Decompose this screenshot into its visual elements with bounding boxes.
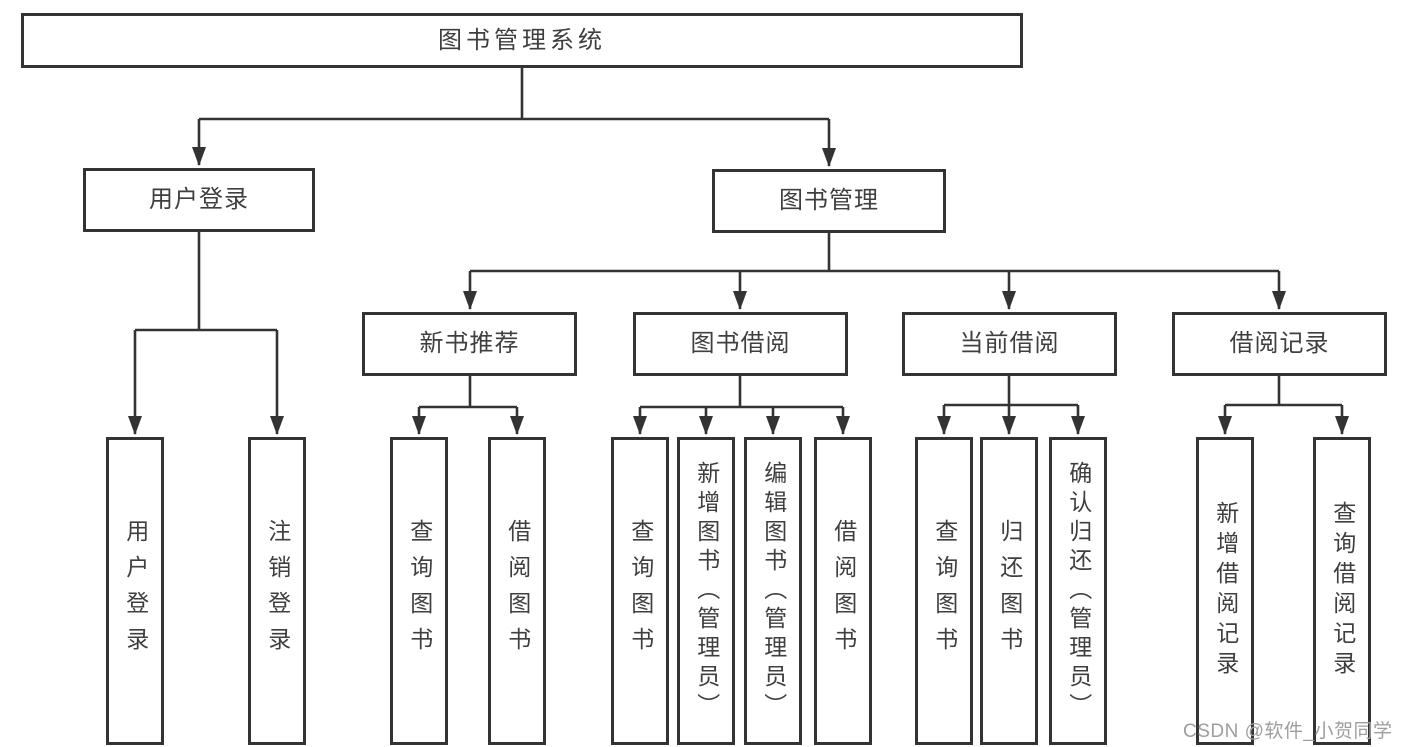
trunk-line xyxy=(470,233,1279,273)
node-current-borrow-label: 当前借阅 xyxy=(959,330,1060,357)
node-book-management-label: 图书管理 xyxy=(779,187,879,214)
leaf-query-borrow-record: 查询借阅记录 xyxy=(1313,437,1371,745)
leaf-user-login-label: 用户登录 xyxy=(122,519,149,663)
leaf-return-book: 归还图书 xyxy=(980,437,1038,745)
connector-current-borrow-children xyxy=(937,376,1085,435)
node-new-book-recommend: 新书推荐 xyxy=(362,312,577,376)
connector-book-borrow-children xyxy=(633,376,850,435)
leaf-query-borrow-record-label: 查询借阅记录 xyxy=(1329,501,1356,681)
connector-root-to-level2 xyxy=(192,68,836,167)
leaf-query-books-recommend-label: 查询图书 xyxy=(406,519,433,663)
connector-user-login-children xyxy=(128,232,284,435)
connector-book-management-children xyxy=(463,233,1286,310)
trunk-line xyxy=(135,232,277,332)
node-user-login: 用户登录 xyxy=(83,168,315,232)
trunk-line xyxy=(1225,376,1342,407)
trunk-line xyxy=(419,376,517,409)
leaf-borrow-books-recommend-label: 借阅图书 xyxy=(504,519,531,663)
node-book-borrow-label: 图书借阅 xyxy=(690,330,791,357)
leaf-query-books-borrow: 查询图书 xyxy=(611,437,669,745)
node-borrow-records: 借阅记录 xyxy=(1172,312,1387,376)
leaf-add-book-admin: 新增图书（管理员） xyxy=(677,437,735,745)
node-system-root-label: 图书管理系统 xyxy=(438,26,606,54)
leaf-add-book-admin-label: 新增图书（管理员） xyxy=(693,460,720,722)
leaf-query-books-current-label: 查询图书 xyxy=(931,519,958,663)
node-current-borrow: 当前借阅 xyxy=(902,312,1117,376)
leaf-logout-label: 注销登录 xyxy=(264,519,291,663)
node-user-login-label: 用户登录 xyxy=(149,186,249,213)
connector-borrow-records-children xyxy=(1218,376,1349,435)
leaf-edit-book-admin-label: 编辑图书（管理员） xyxy=(760,460,787,722)
leaf-add-borrow-record-label: 新增借阅记录 xyxy=(1212,501,1239,681)
leaf-logout: 注销登录 xyxy=(248,437,306,745)
leaf-query-books-current: 查询图书 xyxy=(915,437,973,745)
connector-new-book-recommend-children xyxy=(412,376,524,435)
leaf-confirm-return-admin-label: 确认归还（管理员） xyxy=(1065,460,1092,722)
leaf-add-borrow-record: 新增借阅记录 xyxy=(1196,437,1254,745)
node-book-borrow: 图书借阅 xyxy=(633,312,848,376)
trunk-line xyxy=(944,376,1078,407)
leaf-query-books-borrow-label: 查询图书 xyxy=(627,519,654,663)
csdn-watermark: CSDN @软件_小贺同学 xyxy=(1183,721,1393,742)
leaf-query-books-recommend: 查询图书 xyxy=(390,437,448,745)
leaf-borrow-books-label: 借阅图书 xyxy=(830,519,857,663)
node-borrow-records-label: 借阅记录 xyxy=(1229,330,1330,357)
leaf-borrow-books: 借阅图书 xyxy=(814,437,872,745)
node-new-book-recommend-label: 新书推荐 xyxy=(419,330,520,357)
node-system-root: 图书管理系统 xyxy=(21,13,1023,68)
leaf-confirm-return-admin: 确认归还（管理员） xyxy=(1049,437,1107,745)
leaf-user-login: 用户登录 xyxy=(106,437,164,745)
leaf-edit-book-admin: 编辑图书（管理员） xyxy=(744,437,802,745)
trunk-line xyxy=(640,376,843,409)
leaf-return-book-label: 归还图书 xyxy=(996,519,1023,663)
leaf-borrow-books-recommend: 借阅图书 xyxy=(488,437,546,745)
trunk-line xyxy=(199,68,829,121)
node-book-management: 图书管理 xyxy=(712,169,946,233)
